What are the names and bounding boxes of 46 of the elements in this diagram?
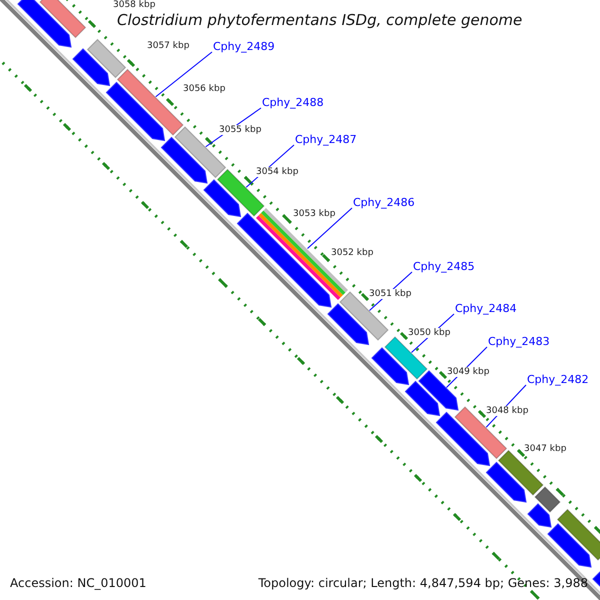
gene-bar: [436, 412, 490, 466]
gene-bar: [327, 303, 370, 346]
gene-bar: [116, 68, 184, 136]
leader-line: [307, 208, 352, 249]
position-label: 3056 kbp: [183, 84, 226, 94]
position-label: 3054 kbp: [256, 167, 298, 177]
position-label: 3048 kbp: [486, 406, 528, 416]
gene-bar: [17, 0, 72, 48]
gene-bar: [556, 508, 600, 561]
position-label: 3055 kbp: [219, 125, 262, 135]
footer-text: Accession: NC_010001: [10, 576, 146, 590]
position-label: 3050 kbp: [408, 328, 450, 338]
position-label: 3057 kbp: [147, 41, 190, 51]
gene-bar: [72, 48, 110, 86]
gene-label: Cphy_2484: [455, 302, 517, 315]
gene-label: Cphy_2486: [353, 196, 415, 209]
gene-bar: [39, 0, 86, 38]
gene-label: Cphy_2483: [488, 335, 550, 348]
gene-bar: [384, 336, 428, 380]
gene-bar: [547, 523, 592, 568]
title: Clostridium phytofermentans ISDg, complete genome: [115, 11, 524, 29]
gene-label: Cphy_2482: [527, 373, 589, 386]
gene-label: Cphy_2485: [413, 260, 475, 273]
gene-bar: [486, 462, 527, 503]
gene-bar: [86, 38, 126, 78]
gene-bar: [339, 291, 389, 341]
position-label: 3047 kbp: [524, 444, 566, 454]
gene-bar: [498, 450, 544, 496]
gene-bar: [527, 503, 552, 528]
gene-bar: [371, 347, 410, 386]
gene-bar: [203, 179, 242, 218]
leader-line: [155, 52, 212, 98]
position-label: 3049 kbp: [447, 367, 490, 377]
gene-bar: [404, 380, 440, 416]
gene-label: Cphy_2489: [213, 40, 275, 53]
gene-bar: [106, 82, 166, 142]
position-label: 3052 kbp: [331, 248, 374, 258]
gene-bar: [534, 486, 561, 513]
position-label: 3058 kbp: [113, 0, 156, 10]
footer-text: Topology: circular; Length: 4,847,594 bp; Genes: 3,988: [258, 576, 588, 590]
position-label: 3051 kbp: [369, 289, 412, 299]
gene-bar: [454, 406, 508, 460]
position-label: 3053 kbp: [293, 209, 336, 219]
gene-bar: [160, 136, 208, 184]
gene-label: Cphy_2488: [262, 96, 324, 109]
gene-label: Cphy_2487: [295, 133, 357, 146]
